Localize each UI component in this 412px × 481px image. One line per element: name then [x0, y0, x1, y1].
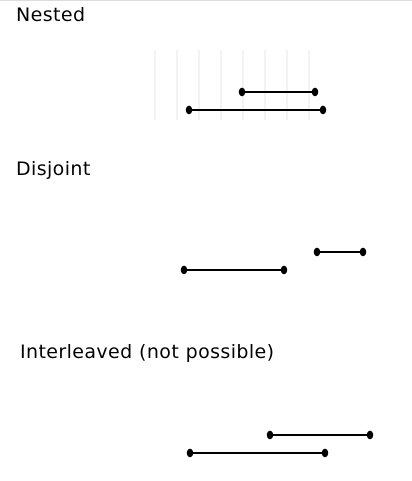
faint-background-strokes	[150, 50, 320, 120]
interleaved-interval-1-start-point	[266, 430, 274, 440]
nested-interval-1-start-point	[238, 87, 246, 97]
interleaved-interval-2-end-point	[321, 448, 329, 458]
interval-diagram-disjoint	[180, 247, 367, 275]
disjoint-interval-1-end-point	[359, 247, 367, 257]
nested-interval-2-end-point	[319, 105, 327, 115]
interval-diagram-nested	[185, 87, 327, 115]
interval-diagram-interleaved	[186, 430, 374, 458]
nested-interval-2-start-point	[185, 105, 193, 115]
nested-interval-1-end-point	[311, 87, 319, 97]
panel-disjoint: Disjoint	[0, 150, 412, 330]
disjoint-interval-1-start-point	[313, 247, 321, 257]
disjoint-interval-2-start-point	[180, 265, 188, 275]
panel-nested: Nested	[0, 0, 412, 150]
section-label-nested: Nested	[16, 4, 86, 26]
top-divider	[0, 0, 412, 1]
section-label-disjoint: Disjoint	[16, 158, 91, 180]
disjoint-interval-2-end-point	[280, 265, 288, 275]
interleaved-interval-1-end-point	[366, 430, 374, 440]
interleaved-interval-2-start-point	[186, 448, 194, 458]
panel-interleaved: Interleaved (not possible)	[0, 330, 412, 481]
section-label-interleaved: Interleaved (not possible)	[20, 341, 275, 363]
